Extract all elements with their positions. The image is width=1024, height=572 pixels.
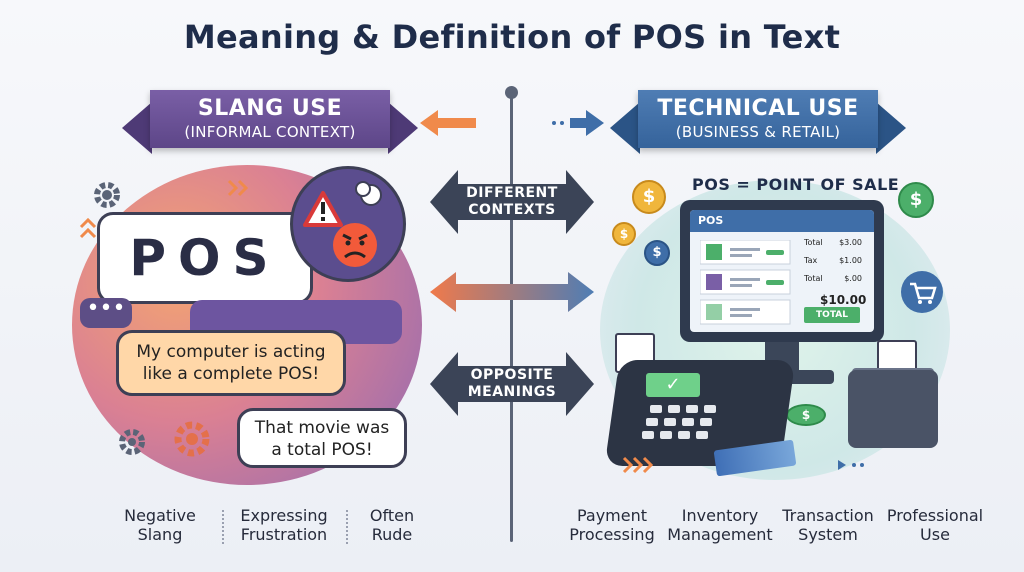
receipt-row-value: $1.00 <box>839 256 862 265</box>
keypad-key <box>700 418 712 426</box>
slang-banner-title: SLANG USE <box>197 96 343 121</box>
receipt-row-label: Total <box>804 274 823 283</box>
keypad-key <box>682 418 694 426</box>
slang-use-banner: SLANG USE (INFORMAL CONTEXT) <box>150 90 390 148</box>
coin-icon: $ <box>632 180 666 214</box>
dollar-badge-icon: $ <box>898 182 934 218</box>
pos-speech-bubble: POS <box>97 212 313 304</box>
pos-word: POS <box>129 229 281 287</box>
right-pointing-arrow-icon <box>552 110 604 136</box>
label-line: System <box>798 525 858 544</box>
keypad-key <box>642 431 654 439</box>
left-ribbon-tail <box>388 102 418 154</box>
label-line: Slang <box>137 525 183 544</box>
screen-title: POS <box>690 210 874 232</box>
quote-movie-line1: That movie was <box>254 418 390 438</box>
gear-icon <box>119 429 145 455</box>
receipt-row-label: Total <box>804 238 823 247</box>
chevrons-right-icon <box>622 456 654 474</box>
receipt-row-value: $3.00 <box>839 238 862 247</box>
chevrons-right-icon <box>227 179 249 197</box>
quote-movie-bubble: That movie was a total POS! <box>237 408 407 468</box>
play-dots-icon <box>838 460 864 470</box>
shopping-cart-icon <box>901 271 943 313</box>
right-ribbon-tail <box>610 102 640 154</box>
label-separator <box>346 510 350 544</box>
opposite-meanings-line1: OPPOSITE <box>470 367 554 383</box>
product-list <box>700 240 791 325</box>
keypad-key <box>678 431 690 439</box>
label-line: Inventory <box>681 506 759 525</box>
label-line: Expressing <box>240 506 328 525</box>
label-line: Frustration <box>240 525 328 544</box>
pos-definition: POS = POINT OF SALE <box>692 175 900 194</box>
label-separator <box>222 510 226 544</box>
label-line: Often <box>369 506 415 525</box>
double-arrow-icon <box>430 352 594 416</box>
technical-use-banner: TECHNICAL USE (BUSINESS & RETAIL) <box>638 90 878 148</box>
label-often-rude: Often Rude <box>352 506 432 544</box>
total-button[interactable]: TOTAL <box>804 307 860 323</box>
page-title: Meaning & Definition of POS in Text <box>183 18 841 56</box>
opposite-meanings-arrow: OPPOSITE MEANINGS <box>430 352 594 416</box>
label-payment-processing: Payment Processing <box>560 506 664 544</box>
keypad-key <box>650 405 662 413</box>
keypad-key <box>668 405 680 413</box>
coin-icon: $ <box>644 240 670 266</box>
chevrons-up-icon <box>79 217 97 239</box>
coin-icon: $ <box>786 404 826 426</box>
label-line: Negative <box>124 506 196 525</box>
keypad-key <box>660 431 672 439</box>
gear-icon <box>94 182 120 208</box>
receipt-row-label: Tax <box>804 256 818 265</box>
technical-banner-title: TECHNICAL USE <box>657 96 859 121</box>
quote-computer-bubble: My computer is acting like a complete PO… <box>116 330 346 396</box>
pos-screen: POS <box>690 210 874 332</box>
keypad-key <box>686 405 698 413</box>
label-line: Processing <box>569 525 655 544</box>
different-contexts-arrow: DIFFERENT CONTEXTS <box>430 170 594 234</box>
checkmark-icon: ✓ <box>646 373 700 397</box>
label-line: Transaction <box>782 506 874 525</box>
right-ribbon-tail <box>876 102 906 154</box>
center-divider <box>510 92 513 542</box>
quote-movie-line2: a total POS! <box>271 440 373 460</box>
label-inventory-management: Inventory Management <box>664 506 776 544</box>
quote-computer-line1: My computer is acting <box>136 342 326 362</box>
keypad-key <box>646 418 658 426</box>
keypad-key <box>704 405 716 413</box>
coin-icon: $ <box>612 222 636 246</box>
label-expressing-frustration: Expressing Frustration <box>226 506 342 544</box>
different-contexts-line2: CONTEXTS <box>468 202 556 218</box>
left-ribbon-tail <box>122 102 152 154</box>
typing-dots-bubble: ••• <box>80 298 132 328</box>
label-line: Professional <box>886 506 984 525</box>
keypad-key <box>664 418 676 426</box>
angry-emoji-badge <box>290 166 406 282</box>
grand-total: $10.00 <box>820 293 867 307</box>
different-contexts-line1: DIFFERENT <box>466 185 558 201</box>
receipt-printer-icon <box>848 370 938 448</box>
quote-computer-line2: like a complete POS! <box>142 364 320 384</box>
double-arrow-icon <box>430 170 594 234</box>
technical-banner-subtitle: (BUSINESS & RETAIL) <box>675 123 841 141</box>
label-line: Use <box>920 525 950 544</box>
opposite-meanings-line2: MEANINGS <box>467 384 557 400</box>
label-line: Management <box>667 525 773 544</box>
label-negative-slang: Negative Slang <box>110 506 210 544</box>
label-transaction-system: Transaction System <box>776 506 880 544</box>
angry-face-icon <box>303 181 382 267</box>
keypad-key <box>696 431 708 439</box>
slang-banner-subtitle: (INFORMAL CONTEXT) <box>184 123 356 141</box>
gradient-double-arrow-icon <box>430 272 594 312</box>
label-line: Payment <box>576 506 648 525</box>
label-professional-use: Professional Use <box>880 506 990 544</box>
gear-icon <box>174 421 210 457</box>
left-pointing-arrow-icon <box>420 110 476 136</box>
label-line: Rude <box>371 525 413 544</box>
receipt-row-value: $.00 <box>844 274 862 283</box>
